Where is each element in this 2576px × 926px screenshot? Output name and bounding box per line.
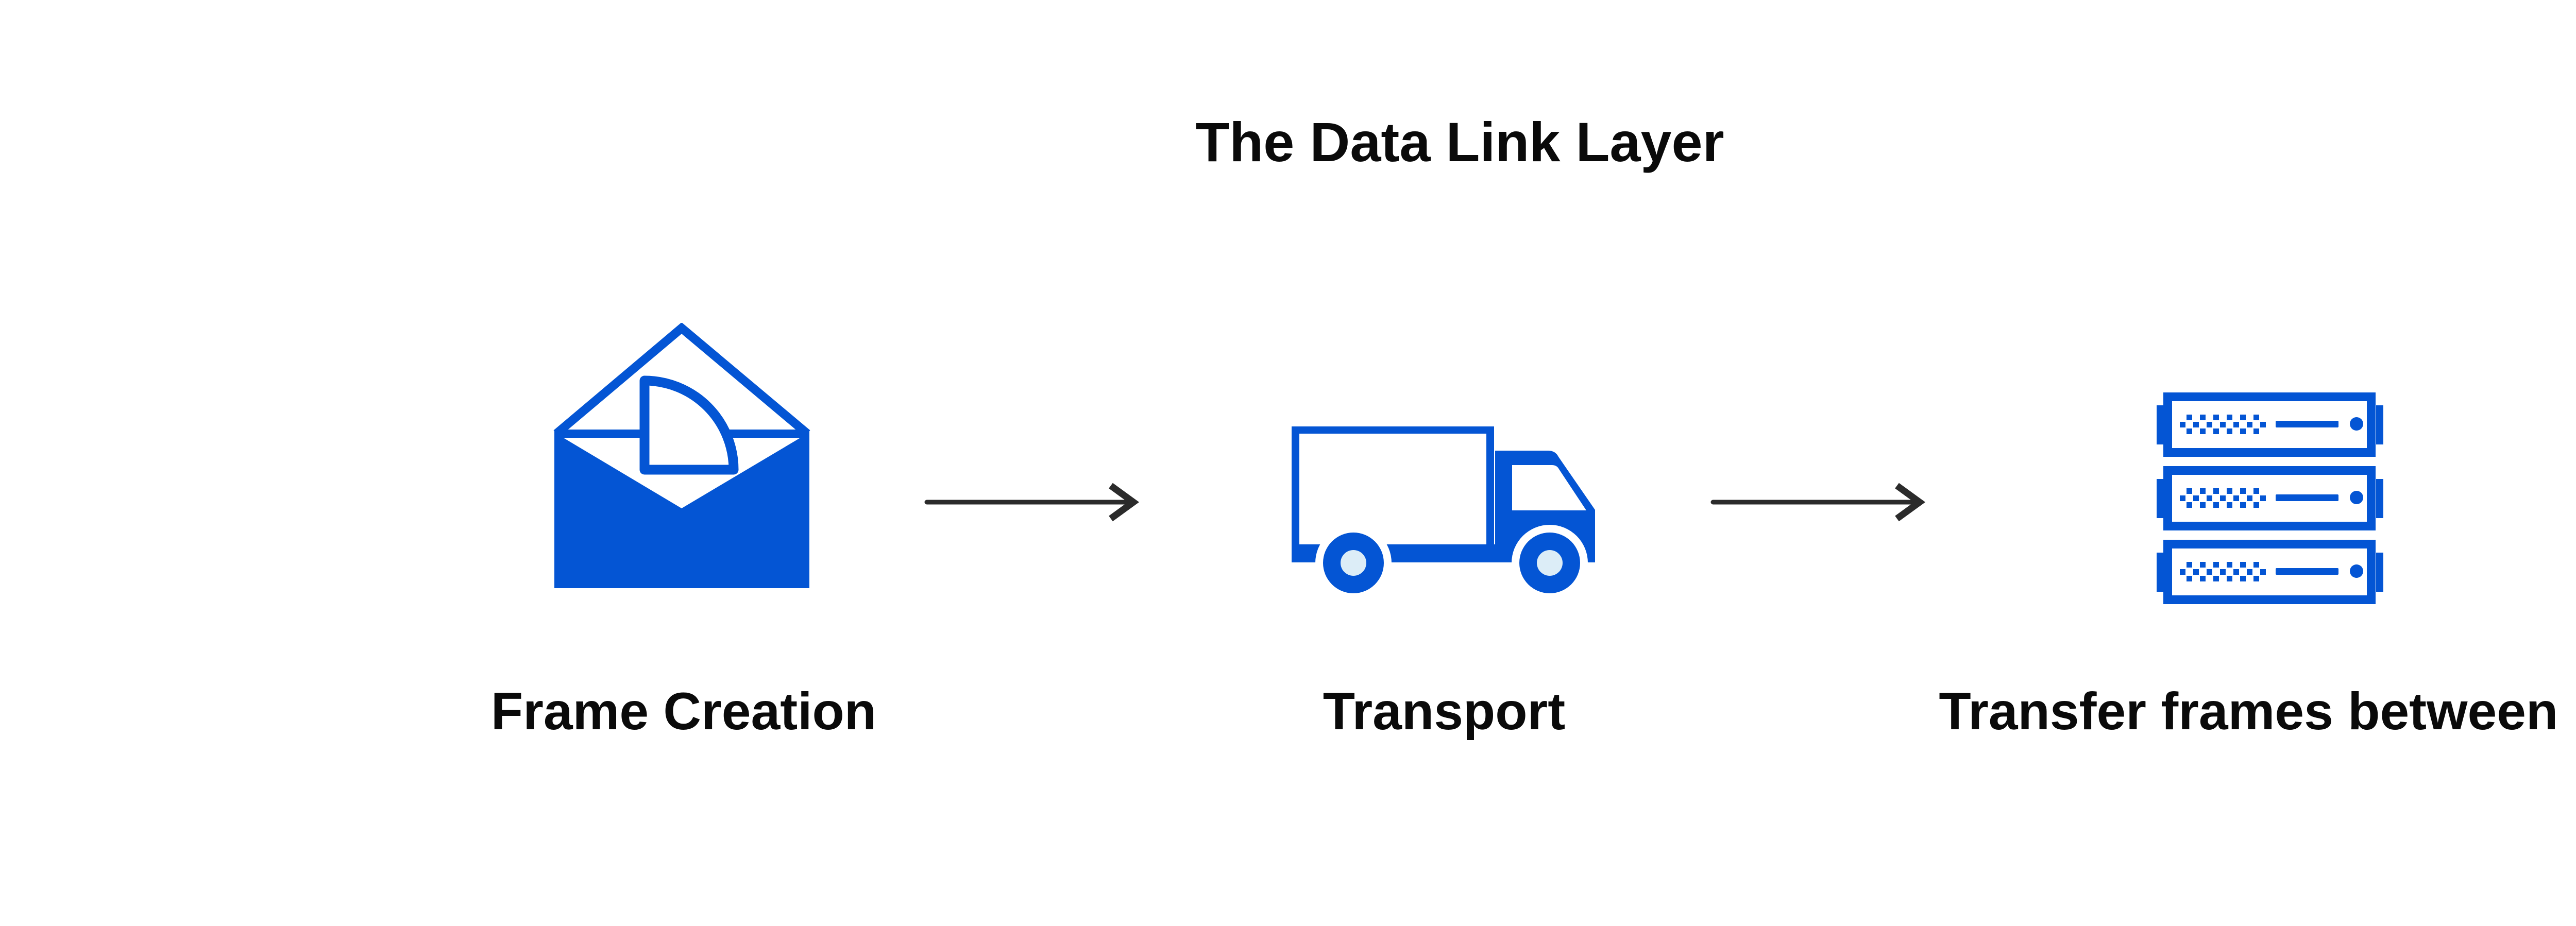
step-label-transfer-frames: Transfer frames between net (1939, 682, 2576, 741)
server-stack-icon (2157, 392, 2383, 604)
step-label-frame-creation: Frame Creation (490, 682, 877, 741)
step-label-transport: Transport (1323, 682, 1566, 741)
arrow-right-icon (1710, 483, 1926, 522)
page-title: The Data Link Layer (1195, 111, 1724, 173)
delivery-truck-icon (1292, 426, 1595, 594)
arrow-right-icon (924, 483, 1140, 522)
open-envelope-frame-icon (553, 323, 810, 588)
